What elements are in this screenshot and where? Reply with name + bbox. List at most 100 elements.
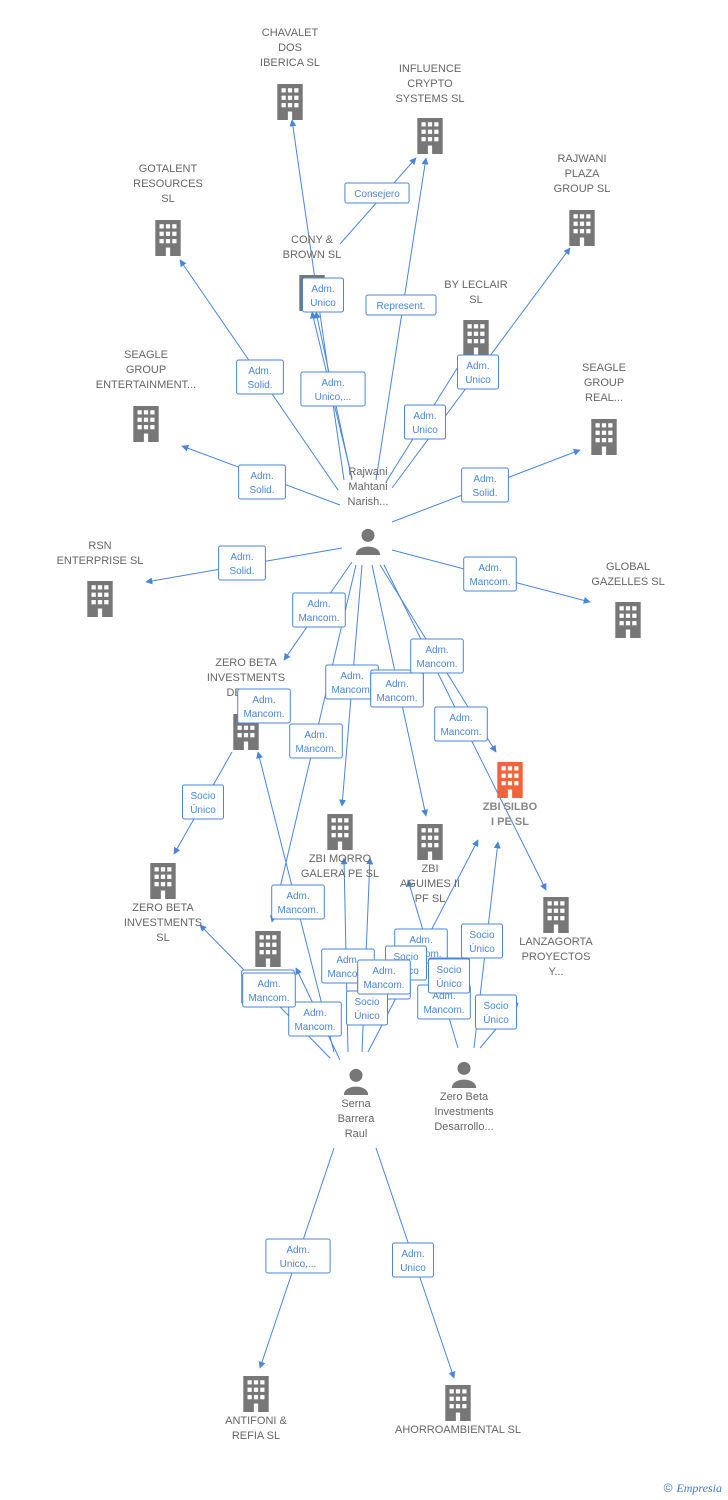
edge-label-text: Adm. bbox=[473, 474, 496, 485]
company-node-seagle_real[interactable]: SEAGLEGROUPREAL... bbox=[582, 362, 626, 455]
edge-label-text: Solid. bbox=[472, 488, 497, 499]
edge-label-text: Adm. bbox=[311, 284, 334, 295]
edge-label-text: Único bbox=[483, 1013, 509, 1026]
edge-label-text: Adm. bbox=[449, 713, 472, 724]
edge-label-text: Solid. bbox=[249, 485, 274, 496]
node-label-line: CONY & bbox=[291, 234, 334, 246]
company-node-cony[interactable]: CONY & BROWN SL bbox=[283, 234, 342, 311]
copyright-symbol: © bbox=[663, 1481, 673, 1495]
node-label-line: RESOURCES bbox=[133, 178, 203, 190]
edge-label-e6: Adm.Unico bbox=[457, 354, 499, 390]
node-label-line: SL bbox=[469, 294, 482, 306]
company-node-antifoni[interactable]: ANTIFONI &REFIA SL bbox=[225, 1376, 288, 1442]
node-label-line: INVESTMENTS bbox=[124, 917, 202, 929]
edge-label-e7: Adm.Unico bbox=[404, 404, 446, 440]
edge-label-text: Adm. bbox=[340, 671, 363, 682]
company-node-lanzagorta[interactable]: LANZAGORTAPROYECTOSY... bbox=[519, 897, 593, 978]
node-label-line: LANZAGORTA bbox=[519, 936, 593, 948]
edge-label-text: Adm. bbox=[372, 966, 395, 977]
edge-label-e19: Adm.Mancom. bbox=[237, 688, 291, 724]
building-icon bbox=[591, 419, 617, 455]
edge-label-text: Mancom. bbox=[248, 993, 289, 1004]
node-label-line: ZBI SILBO bbox=[483, 801, 538, 813]
edge-label-text: Mancom. bbox=[294, 1022, 335, 1033]
edge-label-text: Mancom. bbox=[331, 685, 372, 696]
company-node-rsn[interactable]: RSN ENTERPRISE SL bbox=[57, 540, 144, 617]
watermark: ©Empresia bbox=[664, 1481, 722, 1496]
node-label-line: Barrera bbox=[338, 1113, 376, 1125]
company-node-zbi_silbo[interactable]: ZBI SILBO I PE SL bbox=[483, 762, 538, 828]
edge-label-e30: Adm.Unico bbox=[392, 1242, 434, 1278]
building-icon bbox=[150, 863, 176, 899]
edge-label-text: Adm. bbox=[286, 1245, 309, 1256]
edge-label-text: Adm. bbox=[321, 378, 344, 389]
edge-label-e28: Adm.Mancom. bbox=[288, 1001, 342, 1037]
edge-label-text: Adm. bbox=[409, 935, 432, 946]
edge-label-e15: Adm.Mancom. bbox=[410, 638, 464, 674]
edge-label-text: Adm. bbox=[401, 1249, 424, 1260]
building-icon bbox=[497, 762, 523, 798]
person-icon bbox=[343, 1068, 369, 1095]
edge-label-text: Adm. bbox=[413, 411, 436, 422]
node-label-line: RSN bbox=[88, 540, 111, 552]
edge-label-e12: Adm.Mancom. bbox=[292, 592, 346, 628]
company-node-seagle_ent[interactable]: SEAGLEGROUPENTERTAINMENT... bbox=[96, 349, 196, 442]
edge-label-text: Socio bbox=[483, 1001, 508, 1012]
edge-label-text: Socio bbox=[190, 791, 215, 802]
brand-name: Empresia bbox=[676, 1481, 722, 1495]
edge-label-text: Consejero bbox=[354, 189, 400, 200]
node-label-line: ZERO BETA bbox=[215, 657, 277, 669]
node-label-line: PROYECTOS bbox=[522, 951, 591, 963]
person-node-zerobeta_person[interactable]: Zero BetaInvestmentsDesarrollo... bbox=[434, 1061, 494, 1133]
building-icon bbox=[327, 814, 353, 850]
node-label-line: Narish... bbox=[348, 496, 389, 508]
person-node-rajwani[interactable]: RajwaniMahtaniNarish... bbox=[348, 466, 389, 555]
node-label-line: CHAVALET bbox=[262, 27, 319, 39]
edge-label-e10: Adm.Solid. bbox=[218, 545, 266, 581]
edge-label-text: Mancom. bbox=[298, 613, 339, 624]
node-label-line: SL bbox=[161, 193, 174, 205]
building-icon bbox=[543, 897, 569, 933]
node-label-line: Investments bbox=[434, 1106, 494, 1118]
edge-label-e17: Adm.Mancom. bbox=[289, 723, 343, 759]
edge-label-text: Adm. bbox=[248, 366, 271, 377]
company-node-ahorroambiental[interactable]: AHORROAMBIENTAL SL bbox=[395, 1385, 521, 1436]
edge-label-text: Solid. bbox=[247, 380, 272, 391]
node-label-line: Desarrollo... bbox=[434, 1121, 493, 1133]
node-label-line: ZBI MORRO bbox=[309, 853, 372, 865]
node-label-line: SL bbox=[156, 932, 169, 944]
edge-label-e8: Adm.Solid. bbox=[238, 464, 286, 500]
building-icon bbox=[255, 931, 281, 967]
node-label-line: ENTERPRISE SL bbox=[57, 555, 144, 567]
node-label-line: I PE SL bbox=[491, 816, 529, 828]
node-label-line: GAZELLES SL bbox=[591, 576, 664, 588]
edge-label-text: Adm. bbox=[286, 891, 309, 902]
edge-label-text: Adm. bbox=[385, 679, 408, 690]
building-icon bbox=[417, 118, 443, 154]
edge-label-text: Mancom. bbox=[416, 659, 457, 670]
node-label-line: GROUP SL bbox=[554, 183, 611, 195]
node-label-line: AHORROAMBIENTAL SL bbox=[395, 1424, 521, 1436]
building-icon bbox=[155, 220, 181, 256]
node-label-line: BROWN SL bbox=[283, 249, 342, 261]
edge-labels-layer: Represent.Adm.Solid.Adm.UnicoAdm.Unico,.… bbox=[182, 182, 517, 1278]
edge-label-text: Mancom. bbox=[440, 727, 481, 738]
building-icon bbox=[243, 1376, 269, 1412]
node-label-line: PF SL bbox=[415, 893, 446, 905]
edge-label-text: Socio bbox=[393, 952, 418, 963]
edge-label-e13: Adm.Mancom. bbox=[370, 672, 424, 708]
